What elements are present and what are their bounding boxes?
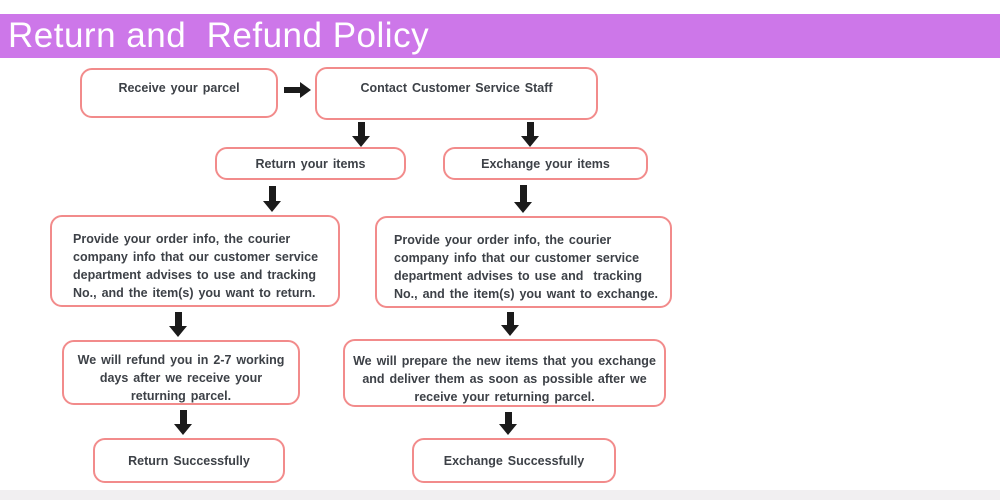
arrow-down-icon xyxy=(514,185,532,213)
flow-node-refund-timeline: We will refund you in 2-7 working days a… xyxy=(62,340,300,405)
arrow-head xyxy=(174,424,192,435)
flow-node-label: Exchange Successfully xyxy=(443,453,585,468)
flow-node-return-items: Return your items xyxy=(215,147,406,180)
flow-node-contact-staff: Contact Customer Service Staff xyxy=(315,67,598,120)
arrow-shaft xyxy=(526,122,534,136)
arrow-shaft xyxy=(284,87,301,93)
arrow-shaft xyxy=(174,312,182,326)
arrow-head xyxy=(263,201,281,212)
flow-node-label: Provide your order info, the courier com… xyxy=(394,233,659,301)
arrow-down-icon xyxy=(174,410,192,435)
arrow-shaft xyxy=(268,186,276,201)
flow-node-exchange-success: Exchange Successfully xyxy=(412,438,616,483)
arrow-down-icon xyxy=(521,122,539,147)
arrow-head xyxy=(514,202,532,213)
flow-node-label: Return your items xyxy=(255,156,366,171)
arrow-down-icon xyxy=(169,312,187,337)
arrow-down-icon xyxy=(501,312,519,336)
arrow-head xyxy=(300,82,311,98)
flow-node-label: We will refund you in 2-7 working days a… xyxy=(77,353,290,403)
flow-node-exchange-items: Exchange your items xyxy=(443,147,648,180)
flow-node-label: Contact Customer Service Staff xyxy=(360,81,553,95)
arrow-head xyxy=(501,325,519,336)
arrow-right-icon xyxy=(284,82,311,98)
arrow-shaft xyxy=(519,185,527,202)
title-banner: Return and Refund Policy xyxy=(0,14,1000,58)
arrow-shaft xyxy=(506,312,514,325)
flow-node-label: Exchange your items xyxy=(481,156,610,171)
arrow-shaft xyxy=(504,412,512,424)
flow-node-return-success: Return Successfully xyxy=(93,438,285,483)
arrow-head xyxy=(499,424,517,435)
page-title: Return and Refund Policy xyxy=(8,16,430,55)
footer-strip xyxy=(0,490,1000,500)
arrow-head xyxy=(352,136,370,147)
flow-node-label: Provide your order info, the courier com… xyxy=(73,232,324,300)
arrow-shaft xyxy=(179,410,187,424)
flow-node-receive-parcel: Receive your parcel xyxy=(80,68,278,118)
arrow-head xyxy=(521,136,539,147)
flow-node-label: Return Successfully xyxy=(128,453,250,468)
arrow-shaft xyxy=(357,122,365,136)
flow-node-prepare-items: We will prepare the new items that you e… xyxy=(343,339,666,407)
arrow-head xyxy=(169,326,187,337)
flow-node-label: We will prepare the new items that you e… xyxy=(353,354,666,404)
arrow-down-icon xyxy=(499,412,517,435)
arrow-down-icon xyxy=(352,122,370,147)
flow-node-return-details: Provide your order info, the courier com… xyxy=(50,215,340,307)
flow-node-exchange-details: Provide your order info, the courier com… xyxy=(375,216,672,308)
arrow-down-icon xyxy=(263,186,281,212)
flow-node-label: Receive your parcel xyxy=(118,81,240,95)
